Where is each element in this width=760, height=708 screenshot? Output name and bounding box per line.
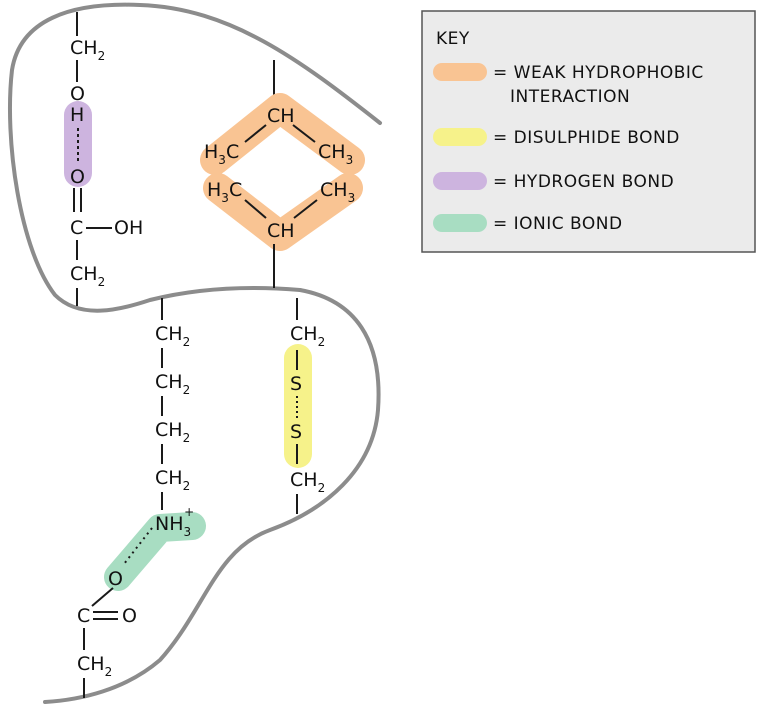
ch2-label: CH2	[70, 37, 105, 63]
bond-line	[91, 587, 114, 607]
key-title: KEY	[436, 29, 470, 49]
carbon-label: C	[70, 217, 83, 239]
oxygen-label: O	[108, 568, 123, 590]
key-legend: KEY = WEAK HYDROPHOBIC INTERACTION = DIS…	[421, 10, 756, 253]
hydrogen-label: H	[70, 104, 84, 126]
disulphide-label: = DISULPHIDE BOND	[493, 128, 680, 148]
hydrogen-swatch	[433, 172, 487, 190]
ionic-bond-dashes	[123, 527, 153, 565]
hydrophobic-label-line2: INTERACTION	[510, 87, 630, 107]
oxygen-label: O	[122, 605, 137, 627]
oxygen-label: O	[70, 166, 85, 188]
sulfur-label: S	[290, 421, 302, 443]
hydrophobic-interaction-highlight-upper	[200, 93, 365, 175]
bond-line	[292, 124, 316, 143]
hydroxyl-label: OH	[114, 217, 143, 239]
ch3-label: CH3	[318, 141, 353, 167]
ch2-label: CH2	[290, 469, 325, 495]
ch2-label: CH2	[155, 323, 190, 349]
hydrophobic-label: = WEAK HYDROPHOBIC	[493, 63, 704, 83]
sulfur-label: S	[290, 373, 302, 395]
hydrogen-bond-highlight	[64, 101, 92, 187]
ionic-swatch	[433, 214, 487, 232]
ammonium-label: NH3+	[155, 505, 194, 539]
ch2-label: CH2	[77, 653, 112, 679]
carbon-label: C	[77, 605, 90, 627]
ch3-label: CH3	[320, 179, 355, 205]
polypeptide-backbone-lower	[43, 288, 381, 704]
ionic-label: = IONIC BOND	[493, 214, 623, 234]
hydrogen-label: = HYDROGEN BOND	[493, 172, 674, 192]
hydrophobic-interaction-highlight-lower	[203, 173, 363, 251]
ch2-label: CH2	[290, 323, 325, 349]
ionic-bond-highlight	[104, 512, 206, 591]
ch2-label: CH2	[155, 371, 190, 397]
disulphide-swatch	[433, 128, 487, 146]
ch2-label: CH2	[155, 419, 190, 445]
ch3-label: H3C	[204, 141, 239, 167]
ch2-label: CH2	[70, 263, 105, 289]
ch-label: CH	[267, 105, 295, 127]
bond-line	[244, 124, 267, 143]
ch-label: CH	[267, 220, 295, 242]
ch2-label: CH2	[155, 467, 190, 493]
bond-line	[244, 199, 267, 219]
polypeptide-backbone-upper	[7, 2, 382, 313]
ch3-label: H3C	[207, 179, 242, 205]
bond-line	[293, 199, 318, 219]
oxygen-label: O	[70, 83, 85, 105]
hydrophobic-swatch	[433, 63, 487, 81]
